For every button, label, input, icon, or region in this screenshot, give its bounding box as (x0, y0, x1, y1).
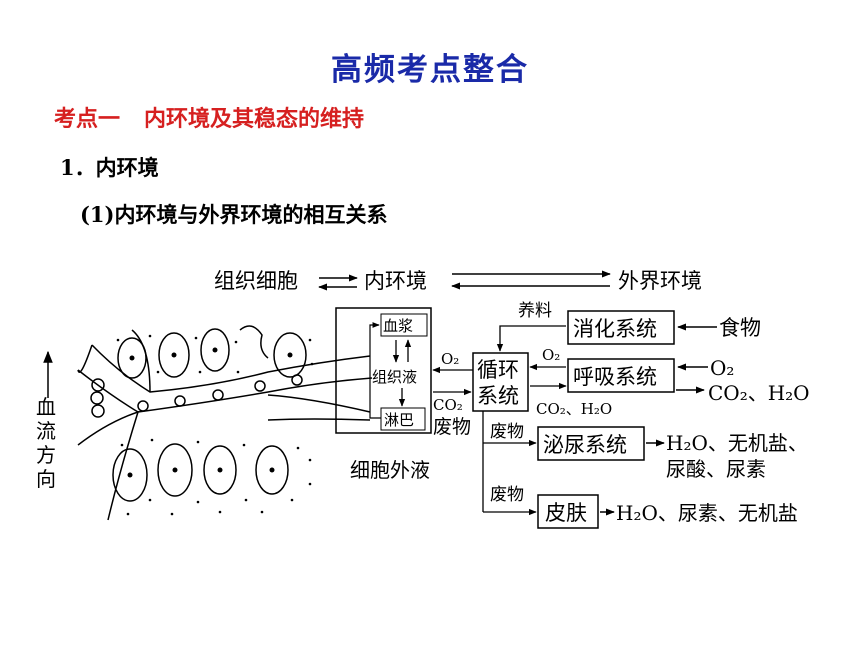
svg-text:方: 方 (36, 443, 56, 467)
section-heading: 考点一内环境及其稳态的维持 (54, 101, 364, 133)
lymph-vessel (267, 394, 371, 413)
cell-nuclei (127, 347, 293, 478)
waste-urinary-label: 废物 (490, 422, 524, 442)
co2-left-label: CO₂ (433, 396, 463, 414)
o2-left-label: O₂ (441, 350, 459, 368)
o2-mid-label: O₂ (542, 346, 560, 364)
skin-box (537, 494, 599, 529)
vessel-wall-lower (77, 369, 373, 413)
tissue-dots (116, 334, 314, 516)
svg-text:向: 向 (36, 467, 56, 491)
svg-text:流: 流 (36, 419, 56, 443)
extracellular-fluid-box (335, 307, 432, 434)
tissue-cell (112, 448, 148, 502)
section-title: 内环境及其稳态的维持 (144, 106, 365, 132)
nutrients-label: 养料 (518, 301, 552, 321)
urinary-output-label-2: 尿酸、尿素 (666, 457, 766, 481)
cells-label: 组织细胞 (214, 269, 298, 293)
tissue-fluid-label: 组织液 (372, 368, 417, 386)
food-label: 食物 (719, 316, 761, 340)
digestive-system-label: 消化系统 (573, 317, 657, 341)
blood-cell (137, 400, 149, 412)
tissue-cell (117, 337, 147, 379)
digestive-system-box (567, 310, 675, 345)
urinary-system-box (537, 426, 645, 461)
subsubsection-heading: (1)内环境与外界环境的相互关系 (80, 202, 388, 227)
lymph-to-plasma-arrow (369, 322, 381, 419)
plasma-box (380, 313, 428, 337)
waste-skin-label: 废物 (490, 485, 524, 505)
tissue-cell (273, 332, 307, 378)
tissue-cell (203, 445, 237, 495)
lymph-box (380, 407, 426, 431)
internal-env-label: 内环境 (364, 269, 427, 293)
tissue-illustration (77, 325, 373, 521)
co2-h2o-mid-label: CO₂、H₂O (536, 400, 612, 418)
tissue-cell (255, 445, 289, 495)
skin-output-label: H₂O、尿素、无机盐 (616, 501, 798, 525)
blood-cell (91, 378, 105, 392)
o2-right-label: O₂ (710, 356, 734, 380)
blood-cell (174, 395, 186, 407)
tissue-cell (200, 328, 230, 372)
respiratory-system-label: 呼吸系统 (573, 365, 657, 389)
page-title: 高频考点整合 (331, 52, 529, 88)
circulatory-system-label-2: 系统 (477, 384, 519, 408)
lymph-label: 淋巴 (384, 411, 414, 429)
vessel-wall-upper (91, 344, 371, 393)
circulatory-system-label: 循环 (477, 358, 519, 382)
blood-cell (91, 404, 105, 418)
tissue-cell (158, 332, 190, 378)
extracellular-fluid-label: 细胞外液 (350, 458, 430, 482)
nutrients-arrow (496, 325, 566, 352)
urinary-output-label: H₂O、无机盐、 (666, 431, 808, 455)
blood-cell (254, 380, 266, 392)
blood-flow-label: 血 流 方 向 (36, 395, 56, 491)
co2-h2o-right-label: CO₂、H₂O (708, 381, 810, 405)
blood-cell (212, 389, 224, 401)
urinary-system-label: 泌尿系统 (543, 433, 627, 457)
blood-cell (291, 374, 303, 386)
external-env-label: 外界环境 (618, 269, 702, 293)
plasma-label: 血浆 (383, 317, 413, 335)
circulatory-system-box (472, 352, 529, 412)
waste-left-label: 废物 (433, 416, 471, 438)
tissue-cell (157, 443, 193, 497)
svg-text:血: 血 (36, 395, 56, 419)
subsection-heading: 1．内环境 (60, 155, 159, 180)
section-number: 考点一 (54, 106, 121, 132)
respiratory-system-box (567, 358, 675, 393)
blood-cell (90, 391, 104, 405)
skin-label: 皮肤 (545, 501, 587, 525)
